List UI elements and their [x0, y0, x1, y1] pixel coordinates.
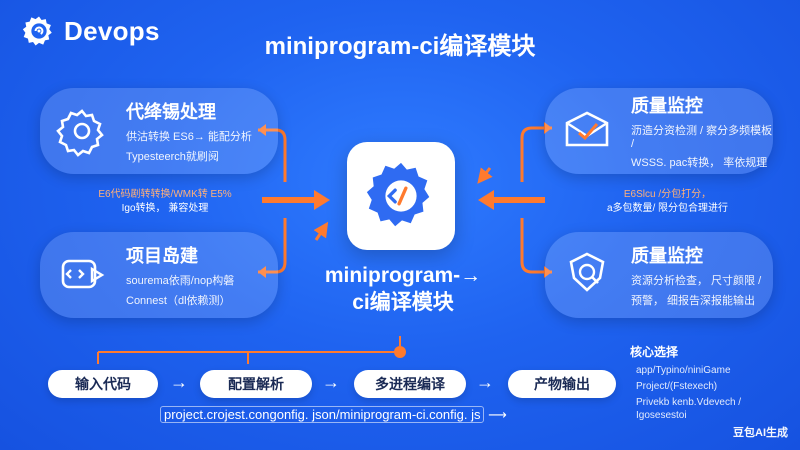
config-path-arrow: ⟶ — [488, 407, 507, 422]
card-line: WSSS. pac转换， 率依规理 — [631, 157, 768, 169]
pipeline-step-compile: 多进程编译 — [354, 370, 466, 398]
config-path-text: project.crojest.congonfig. json/miniprog… — [160, 406, 485, 423]
note-left-text: Igo转换， 兼容处理 — [121, 203, 209, 214]
card-quality-monitor-top: 质量监控 沥造分资检测 / 察分多频模板 / WSSS. pac转换， 率依规理 — [545, 88, 773, 174]
card-project-build: 项目岛建 sourema依雨/nop构磐 Connest（dl依赖测） — [40, 232, 278, 318]
code-chat-icon — [61, 259, 105, 289]
center-label-line2: ci编译模块 — [352, 291, 454, 314]
core-options: 核心选择 app/Typino/niniGame Project/(Fstexe… — [630, 343, 790, 425]
center-module-card — [347, 142, 455, 250]
gear-code-icon — [366, 162, 430, 227]
core-title: 核心选择 — [630, 345, 679, 359]
note-right: E6Slcu /分包打分， a多包数量/ 限分包合理进行 — [575, 188, 760, 216]
pipeline-arrow: → — [322, 372, 340, 392]
watermark: 豆包AI生成 — [733, 427, 788, 439]
card-line: 沥造分资检测 / 察分多频模板 / — [631, 125, 773, 150]
card-line: sourema依雨/nop构磐 — [126, 275, 235, 287]
core-item: Privekb kenb.Vdevech / Igosesestoi — [636, 397, 742, 421]
card-line: Typesteerch就刷阋 — [126, 151, 219, 163]
card-title: 项目岛建 — [126, 246, 198, 266]
gear-icon — [56, 109, 104, 157]
center-module-label: miniprogram-→ ci编译模块 — [318, 262, 488, 316]
card-line: Connest（dl依赖测） — [126, 295, 231, 307]
gear-logo-icon — [22, 16, 52, 46]
card-line: 预警， 细报告深报能输出 — [631, 295, 756, 307]
note-right-accent: E6Slcu /分包打分， — [623, 189, 712, 200]
center-label-line1: miniprogram-→ — [324, 264, 482, 287]
card-line: 供沽转换 ES6→ 能配分析 — [126, 131, 252, 143]
note-left-accent: E6代码剧转转换/WMK转 E5% — [98, 189, 232, 200]
card-title: 代绛锡处理 — [126, 102, 216, 122]
core-item: app/Typino/niniGame — [636, 365, 731, 376]
note-right-text: a多包数量/ 限分包合理进行 — [606, 203, 729, 214]
brand: Devops — [22, 14, 160, 48]
right-small-arrow — [477, 167, 493, 184]
config-path: project.crojest.congonfig. json/miniprog… — [160, 406, 507, 423]
brand-name: Devops — [64, 15, 160, 46]
left-small-arrow — [313, 221, 329, 241]
card-line: 资源分析检查， 尺寸颜限 / — [631, 275, 762, 287]
card-title: 质量监控 — [631, 96, 703, 116]
timeline-dot — [394, 346, 406, 358]
card-quality-monitor-bottom: 质量监控 资源分析检查， 尺寸颜限 / 预警， 细报告深报能输出 — [545, 232, 773, 318]
pipeline-arrow: → — [476, 372, 494, 392]
envelope-check-icon — [565, 111, 609, 147]
core-item: Project/(Fstexech) — [636, 381, 718, 392]
shield-scan-icon — [569, 252, 605, 292]
pipeline-step-output: 产物输出 — [508, 370, 616, 398]
note-left: E6代码剧转转换/WMK转 E5% Igo转换， 兼容处理 — [80, 188, 250, 216]
pipeline-arrow: → — [170, 372, 188, 392]
pipeline-step-config: 配置解析 — [200, 370, 312, 398]
card-code-processing: 代绛锡处理 供沽转换 ES6→ 能配分析 Typesteerch就刷阋 — [40, 88, 278, 174]
pipeline-step-input: 输入代码 — [48, 370, 158, 398]
card-title: 质量监控 — [631, 246, 703, 266]
page-title: miniprogram-ci编译模块 — [264, 33, 536, 60]
